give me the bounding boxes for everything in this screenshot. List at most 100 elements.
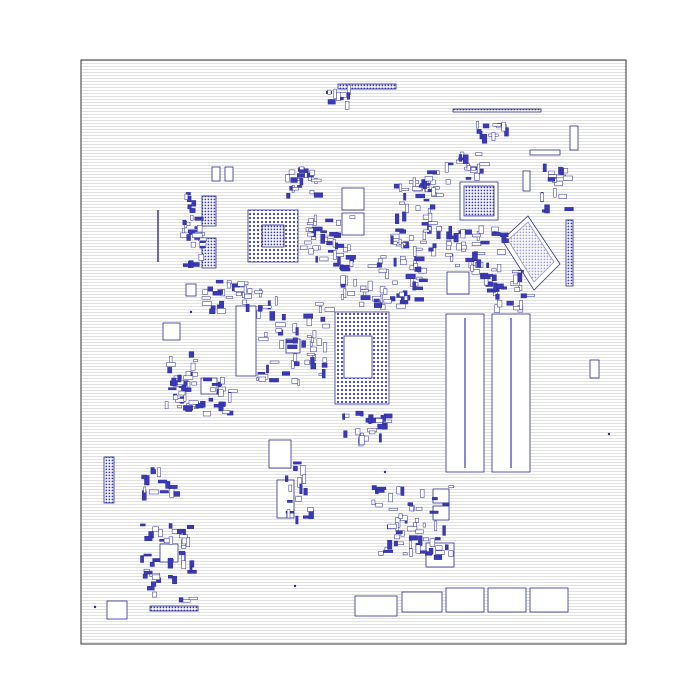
smd-part: [446, 241, 452, 247]
smd-part: [480, 275, 491, 280]
smd-part: [149, 562, 155, 567]
smd-part: [158, 528, 163, 537]
smd-part: [152, 558, 161, 563]
smd-part: [310, 337, 314, 343]
smd-part: [340, 294, 344, 300]
smd-part: [414, 256, 425, 262]
smd-part: [179, 534, 188, 539]
smd-part: [321, 362, 328, 368]
smd-part: [414, 267, 418, 272]
smd-part: [373, 302, 383, 308]
smd-part: [168, 485, 178, 489]
smd-part: [412, 281, 417, 291]
smd-part: [309, 190, 315, 195]
smd-part: [462, 154, 469, 164]
smd-part: [511, 270, 522, 274]
smd-part: [344, 101, 350, 110]
smd-part: [285, 174, 290, 183]
smd-part: [150, 469, 156, 474]
smd-part: [210, 305, 216, 310]
smd-part: [225, 296, 233, 299]
smd-part: [429, 510, 439, 514]
smd-part: [291, 378, 299, 384]
smd-part: [375, 502, 383, 508]
chipset-right-inner: [463, 185, 495, 217]
chip-top-mid-1: [341, 187, 365, 211]
smd-part: [347, 244, 351, 251]
smd-part: [288, 169, 296, 175]
smd-part: [355, 428, 361, 436]
smd-part: [471, 269, 480, 275]
chip-top-mid-2: [341, 212, 365, 236]
smd-part: [548, 170, 555, 175]
smd-part: [553, 188, 557, 198]
io-port-2: [401, 591, 443, 613]
smd-part: [427, 212, 433, 222]
smd-part: [383, 299, 392, 304]
smd-part: [143, 486, 147, 494]
smd-part: [143, 570, 153, 575]
smd-part: [375, 489, 385, 493]
smd-part: [422, 522, 426, 528]
smd-part: [472, 251, 478, 261]
smd-part: [399, 183, 403, 192]
smd-part: [187, 524, 195, 529]
smd-part: [448, 235, 456, 239]
smd-part: [289, 185, 293, 191]
io-port-4: [487, 587, 527, 613]
smd-part: [186, 381, 191, 388]
smd-part: [341, 267, 351, 272]
smd-part: [390, 296, 396, 302]
smd-part: [237, 281, 245, 287]
smd-part: [190, 362, 196, 371]
smd-part: [152, 591, 157, 598]
smd-part: [345, 255, 356, 260]
smd-part: [395, 228, 404, 232]
smd-part: [398, 513, 403, 519]
smd-part: [418, 535, 423, 546]
smd-part: [540, 192, 544, 202]
smd-part: [491, 232, 501, 236]
smd-part: [244, 293, 252, 299]
smd-part: [388, 507, 398, 511]
chip-left-1: [162, 322, 181, 341]
bga-chip-left-core: [261, 224, 285, 248]
smd-part: [199, 242, 207, 247]
smd-part: [423, 181, 427, 189]
smd-part: [368, 416, 372, 424]
smd-part: [293, 465, 298, 471]
smd-part: [315, 256, 318, 263]
smd-part: [299, 483, 303, 495]
smd-part: [501, 121, 506, 132]
smd-part: [466, 165, 471, 171]
smd-part: [185, 192, 191, 196]
header-top-strip: [337, 83, 397, 90]
smd-part: [165, 481, 171, 489]
smd-part: [415, 193, 426, 198]
smd-part: [171, 377, 177, 387]
smd-part: [258, 376, 266, 382]
angled-connector: [501, 215, 561, 291]
smd-part: [513, 274, 518, 285]
smd-part: [393, 257, 397, 267]
smd-part: [336, 219, 341, 226]
smd-part: [302, 474, 307, 484]
smd-part: [286, 509, 291, 519]
smd-part: [327, 99, 336, 105]
smd-part: [309, 169, 315, 176]
smd-part: [321, 368, 326, 379]
smd-part: [496, 249, 506, 255]
smd-part: [548, 174, 557, 178]
smd-part: [400, 243, 404, 249]
smd-part: [307, 232, 315, 237]
smd-part: [285, 339, 294, 344]
smd-part: [194, 216, 204, 221]
smd-part: [432, 497, 438, 501]
smd-part: [327, 89, 332, 95]
smd-part: [422, 214, 429, 220]
smd-part: [363, 435, 369, 442]
smd-part: [318, 306, 323, 313]
smd-part: [343, 430, 348, 438]
smd-part: [414, 297, 424, 302]
